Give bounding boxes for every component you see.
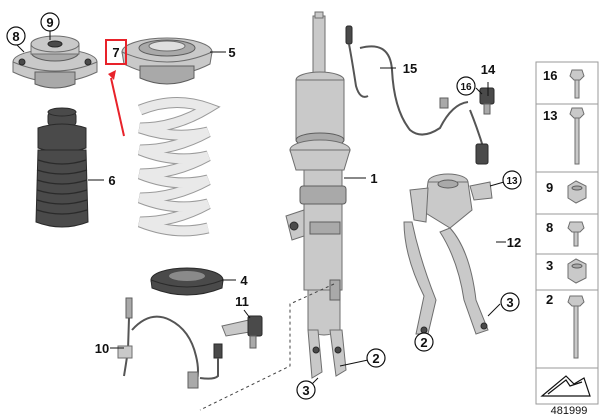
callout-label-16: 16 <box>460 82 472 93</box>
lower-spring-seat-part[interactable] <box>150 267 224 296</box>
shock-absorber-part[interactable] <box>285 11 351 379</box>
coil-spring-part[interactable] <box>137 96 221 237</box>
direction-arrow-icon <box>540 375 591 397</box>
hardware-item-16[interactable]: 16 <box>543 68 585 99</box>
hardware-label-13: 13 <box>543 108 557 123</box>
callout-label-13: 13 <box>506 176 518 187</box>
hardware-label-8: 8 <box>546 220 553 235</box>
highlight-callout-7[interactable]: 7 <box>105 39 127 137</box>
sensor-cable-15-part[interactable] <box>345 25 489 165</box>
sensor-cable-10-part[interactable] <box>117 297 223 389</box>
callout-label-1: 1 <box>370 171 377 186</box>
hardware-label-16: 16 <box>543 68 557 83</box>
callout-label-11: 11 <box>235 294 249 309</box>
hardware-label-2: 2 <box>546 292 553 307</box>
callout-label-2-carrier: 2 <box>420 335 427 350</box>
callout-label-8: 8 <box>12 29 19 44</box>
reference-number: 481999 <box>551 405 588 417</box>
strut-mount-part[interactable] <box>12 35 98 89</box>
callout-label-9: 9 <box>46 15 53 30</box>
hardware-item-13[interactable]: 13 <box>543 107 585 165</box>
hardware-item-8[interactable]: 8 <box>546 220 585 247</box>
callout-label-14: 14 <box>481 62 496 77</box>
wheel-carrier-part[interactable] <box>403 173 493 335</box>
callout-label-5: 5 <box>228 45 235 60</box>
hardware-label-3: 3 <box>546 258 553 273</box>
callout-label-3-strut: 3 <box>302 383 309 398</box>
dust-boot-part[interactable] <box>35 107 89 228</box>
callout-label-3-carrier: 3 <box>506 295 513 310</box>
callout-label-6: 6 <box>108 173 115 188</box>
hardware-item-3[interactable]: 3 <box>546 258 587 284</box>
callout-label-10: 10 <box>95 341 109 356</box>
callout-label-15: 15 <box>403 61 417 76</box>
install-guide-dashed <box>199 283 335 411</box>
sensor-14-part[interactable] <box>479 87 495 115</box>
hardware-item-9[interactable]: 9 <box>546 180 587 204</box>
callout-label-2-strut: 2 <box>372 351 379 366</box>
upper-spring-seat-part[interactable] <box>121 37 213 85</box>
hardware-panel: 16 13 9 8 3 2 <box>535 61 599 405</box>
callout-label-4: 4 <box>240 273 248 288</box>
callout-label-12: 12 <box>507 235 521 250</box>
dust-boot-bellows <box>35 149 89 228</box>
callouts: 8 9 5 6 4 1 15 14 16 13 12 11 10 2 3 2 3 <box>6 12 522 400</box>
hardware-label-9: 9 <box>546 180 553 195</box>
bracket-11-part[interactable] <box>221 315 263 349</box>
callout-label-7: 7 <box>112 45 119 60</box>
hardware-item-2[interactable]: 2 <box>546 292 585 359</box>
